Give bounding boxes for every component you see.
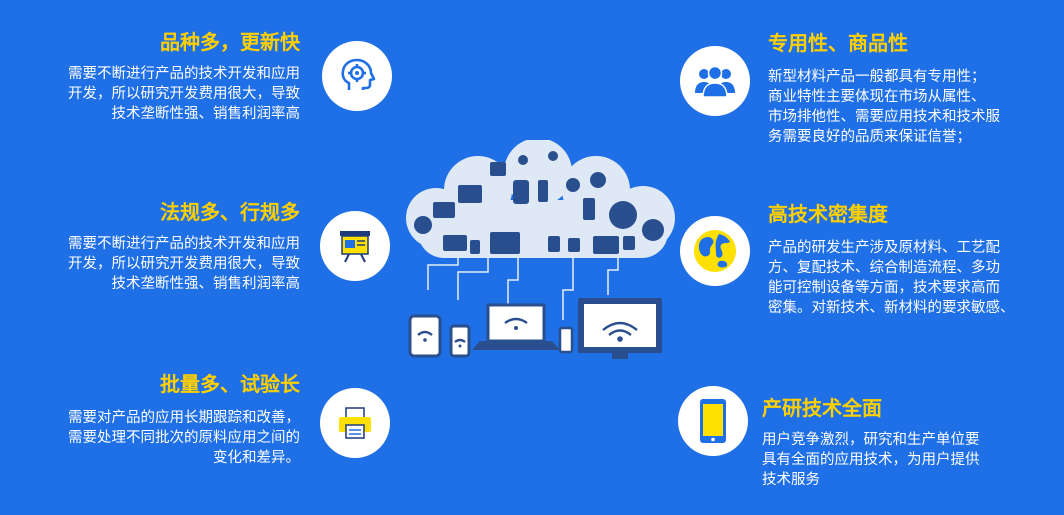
feature-desc-line: 方、复配技术、综合制造流程、多功 <box>768 260 1000 276</box>
users-group-icon <box>680 46 750 116</box>
feature-desc-line: 产品的研发生产涉及原材料、工艺配 <box>768 240 1000 256</box>
feature-block-regulation: 法规多、行规多 需要不断进行产品的技术开发和应用 开发，所以研究开发费用很大，导… <box>20 198 300 294</box>
feature-desc-line: 需要不断进行产品的技术开发和应用 <box>68 66 300 82</box>
feature-block-batch: 批量多、试验长 需要对产品的应用长期跟踪和改善， 需要处理不同批次的原料应用之间… <box>20 370 300 468</box>
feature-desc-line: 需要处理不同批次的原料应用之间的 <box>68 430 300 446</box>
smartphone-icon <box>678 386 748 456</box>
feature-block-variety: 品种多，更新快 需要不断进行产品的技术开发和应用 开发，所以研究开发费用很大，导… <box>20 28 300 124</box>
feature-desc-line: 需要对产品的应用长期跟踪和改善， <box>68 410 300 426</box>
feature-title: 专用性、商品性 <box>768 31 908 55</box>
feature-desc-line: 技术垄断性强、销售利润率高 <box>111 106 301 122</box>
feature-desc-line: 具有全面的应用技术，为用户提供 <box>762 452 980 468</box>
feature-desc-line: 技术垄断性强、销售利润率高 <box>111 276 301 292</box>
feature-desc-line: 需要不断进行产品的技术开发和应用 <box>68 236 300 252</box>
feature-desc-line: 能可控制设备等方面，技术要求高而 <box>768 280 1000 296</box>
feature-desc-line: 用户竞争激烈，研究和生产单位要 <box>762 432 980 448</box>
feature-block-tech-density: 高技术密集度 产品的研发生产涉及原材料、工艺配 方、复配技术、综合制造流程、多功… <box>768 200 1058 318</box>
feature-desc-line: 市场排他性、需要应用技术和技术服 <box>768 109 1000 125</box>
printer-icon <box>320 388 390 458</box>
feature-desc-line: 开发，所以研究开发费用很大，导致 <box>68 86 300 102</box>
feature-title: 产研技术全面 <box>762 396 882 420</box>
feature-desc-line: 变化和差异。 <box>213 450 300 466</box>
feature-desc-line: 技术服务 <box>762 472 820 488</box>
globe-icon <box>680 216 750 286</box>
feature-title: 法规多、行规多 <box>160 200 300 224</box>
feature-desc-line: 密集。对新技术、新材料的要求敏感、 <box>768 300 1015 316</box>
feature-block-rd-tech: 产研技术全面 用户竞争激烈，研究和生产单位要 具有全面的应用技术，为用户提供 技… <box>762 394 1052 490</box>
brain-gear-icon <box>322 41 392 111</box>
feature-block-specialty: 专用性、商品性 新型材料产品一般都具有专用性； 商业特性主要体现在市场从属性、 … <box>768 29 1058 147</box>
feature-title: 品种多，更新快 <box>160 30 300 54</box>
presentation-board-icon <box>320 211 390 281</box>
feature-desc-line: 新型材料产品一般都具有专用性； <box>768 69 986 85</box>
feature-title: 高技术密集度 <box>768 202 888 226</box>
cloud-network-illustration <box>406 140 675 359</box>
feature-desc-line: 商业特性主要体现在市场从属性、 <box>768 89 986 105</box>
feature-title: 批量多、试验长 <box>160 372 300 396</box>
feature-desc-line: 务需要良好的品质来保证信誉； <box>768 129 971 145</box>
feature-desc-line: 开发，所以研究开发费用很大，导致 <box>68 256 300 272</box>
